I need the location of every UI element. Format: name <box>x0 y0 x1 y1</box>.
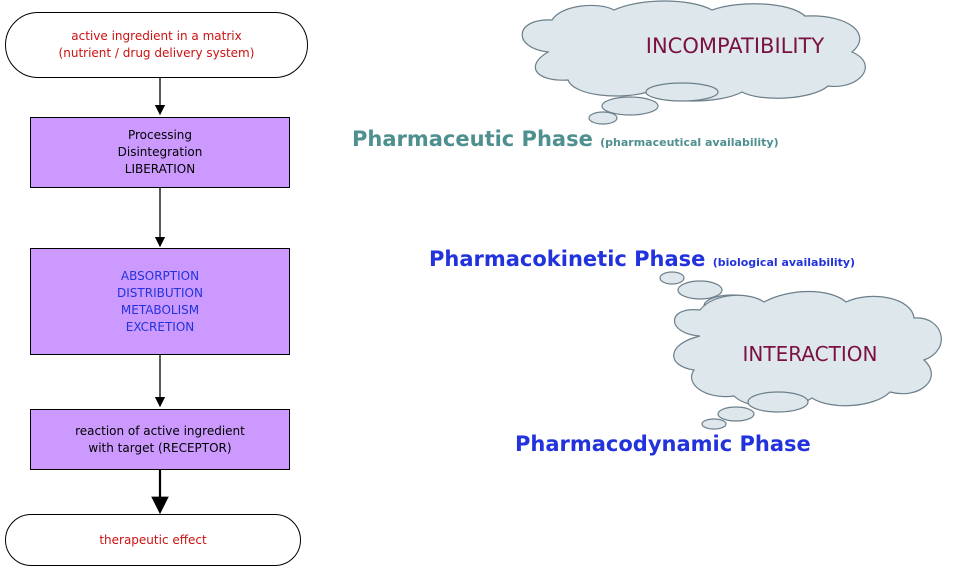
thought-bubble-tiny-bottom <box>701 418 727 430</box>
pharmacokinetic-phase-subtitle: (biological availability) <box>712 256 856 269</box>
liberation-line1: Processing <box>127 128 193 142</box>
pharmacokinetic-phase: Pharmacokinetic Phase (biological availa… <box>429 247 855 271</box>
pharmaceutic-phase-subtitle: (pharmaceutical availability) <box>600 136 779 149</box>
liberation-node: Processing Disintegration LIBERATION <box>30 117 290 188</box>
pharmacodynamic-phase-title: Pharmacodynamic Phase <box>515 432 811 456</box>
pharmaceutic-phase-title: Pharmaceutic Phase <box>352 127 593 151</box>
thought-bubble-large <box>645 82 719 102</box>
interaction-cloud-shape <box>673 290 942 409</box>
adme-line2: DISTRIBUTION <box>117 285 203 300</box>
reaction-line2: with target (RECEPTOR) <box>88 440 232 455</box>
interaction-label: INTERACTION <box>742 342 878 366</box>
incompatibility-label: INCOMPATIBILITY <box>645 34 825 58</box>
end-line1: therapeutic effect <box>99 532 207 547</box>
start-line2: (nutrient / drug delivery system) <box>58 46 255 60</box>
pharmaceutic-phase: Pharmaceutic Phase (pharmaceutical avail… <box>352 127 779 151</box>
adme-line1: ABSORPTION <box>120 268 200 283</box>
start-line1: active ingredient in a matrix <box>71 29 242 43</box>
start-node: active ingredient in a matrix (nutrient … <box>5 12 308 78</box>
thought-bubble-tiny <box>659 271 685 285</box>
thought-bubble-medium-bottom <box>747 391 809 413</box>
adme-node: ABSORPTION DISTRIBUTION METABOLISM EXCRE… <box>30 248 290 355</box>
end-node: therapeutic effect <box>5 514 301 566</box>
thought-bubble-small-top <box>677 280 723 300</box>
thought-bubble-small-bottom <box>717 406 755 422</box>
liberation-line3: LIBERATION <box>124 162 196 176</box>
thought-bubble-small <box>588 111 618 125</box>
reaction-node: reaction of active ingredient with targe… <box>30 409 290 470</box>
adme-line3: METABOLISM <box>120 302 200 317</box>
incompatibility-cloud-shape <box>521 0 866 102</box>
adme-line4: EXCRETION <box>125 319 195 334</box>
liberation-line2: Disintegration <box>117 145 203 159</box>
pharmacokinetic-phase-title: Pharmacokinetic Phase <box>429 247 706 271</box>
reaction-line1: reaction of active ingredient <box>75 423 245 438</box>
pharmacodynamic-phase: Pharmacodynamic Phase <box>515 432 811 456</box>
interaction-cloud <box>659 271 942 430</box>
thought-bubble-medium <box>601 96 659 116</box>
incompatibility-cloud <box>521 0 866 125</box>
